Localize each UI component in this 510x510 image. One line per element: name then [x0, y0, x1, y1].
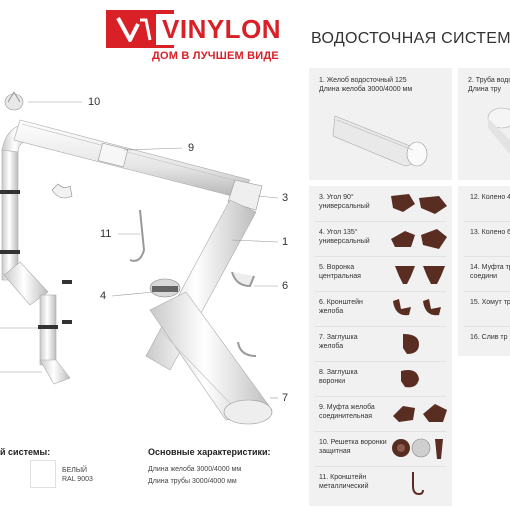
part-label: 3. Угол 90° универсальный — [319, 194, 370, 210]
callout-6: 6 — [282, 280, 289, 292]
gutter-cap-icon — [403, 334, 419, 354]
gutter-card-length: Длина желоба 3000/4000 мм — [319, 86, 413, 93]
list-item: 10. Решетка воронки защитная — [309, 431, 452, 467]
callout-7: 7 — [282, 392, 289, 404]
brand-tagline: ДОМ В ЛУЧШЕМ ВИДЕ — [152, 50, 279, 62]
pipe-card-title: 2. Труба водо — [468, 77, 510, 84]
corner-90-icon — [391, 194, 447, 214]
part-label: 16. Слив тр — [470, 334, 508, 341]
page-title: ВОДОСТОЧНАЯ СИСТЕМА — [311, 30, 510, 47]
callout-3: 3 — [282, 192, 289, 204]
callout-4: 4 — [100, 290, 107, 302]
callout-9: 9 — [188, 142, 195, 154]
part-label: 10. Решетка воронки защитная — [319, 439, 387, 455]
pipe-product-icon — [487, 107, 510, 155]
list-item: 16. Слив тр — [458, 326, 510, 362]
gutter-card: 1. Желоб водосточный 125 Длина желоба 30… — [309, 68, 452, 180]
spec-gutter-length: Длина желоба 3000/4000 мм — [148, 466, 242, 473]
list-item: 13. Колено 6 — [458, 221, 510, 257]
part-label: 15. Хомут тр — [470, 299, 510, 306]
gutter-bracket-icon — [393, 299, 441, 316]
metal-bracket-icon — [412, 472, 424, 496]
gutter-product-icon — [332, 115, 428, 167]
list-item: 5. Воронка центральная — [309, 256, 452, 292]
part-label: 14. Муфта тр соедини — [470, 264, 510, 280]
funnel-icon — [395, 266, 445, 284]
brand-name: VINYLON — [156, 14, 286, 45]
part-label: 13. Колено 6 — [470, 229, 510, 236]
gutter-assembly-diagram: 10 9 3 1 11 6 4 7 — [0, 80, 300, 430]
list-item: 12. Колено 4 — [458, 186, 510, 222]
gutter-card-title: 1. Желоб водосточный 125 — [319, 77, 407, 84]
list-item: 7. Заглушка желоба — [309, 326, 452, 362]
color-code: RAL 9003 — [62, 476, 93, 483]
funnel-grate-icon — [392, 438, 443, 459]
brand-logo: VINYLON ДОМ В ЛУЧШЕМ ВИДЕ — [106, 10, 296, 64]
assembly-illustration — [0, 91, 279, 425]
part-label: 5. Воронка центральная — [319, 264, 361, 280]
parts-list-2: 12. Колено 4 13. Колено 6 14. Муфта тр с… — [458, 186, 510, 356]
list-item: 9. Муфта желоба соединительная — [309, 396, 452, 432]
funnel-cap-icon — [401, 370, 419, 388]
part-label: 11. Кронштейн металлический — [319, 474, 369, 490]
color-name: БЕЛЫЙ — [62, 467, 88, 474]
pipe-card-length: Длина тру — [468, 86, 501, 93]
list-item: 15. Хомут тр — [458, 291, 510, 327]
part-label: 6. Кронштейн желоба — [319, 299, 363, 315]
gutter-coupling-icon — [393, 404, 447, 422]
list-item: 6. Кронштейн желоба — [309, 291, 452, 327]
part-label: 8. Заглушка воронки — [319, 369, 358, 385]
part-label: 7. Заглушка желоба — [319, 334, 358, 350]
callout-1: 1 — [282, 236, 289, 248]
list-item: 4. Угол 135° универсальный — [309, 221, 452, 257]
list-item: 3. Угол 90° универсальный — [309, 186, 452, 222]
colors-title: й системы: — [0, 447, 51, 457]
list-item: 11. Кронштейн металлический — [309, 466, 452, 502]
corner-135-icon — [391, 229, 447, 249]
color-swatch — [30, 460, 56, 488]
specs-title: Основные характеристики: — [148, 447, 271, 457]
callout-11: 11 — [100, 228, 112, 240]
parts-list: 3. Угол 90° универсальный 4. Угол 135° у… — [309, 186, 452, 506]
part-label: 9. Муфта желоба соединительная — [319, 404, 375, 420]
pipe-card: 2. Труба водо Длина тру — [458, 68, 510, 180]
list-item: 14. Муфта тр соедини — [458, 256, 510, 292]
spec-pipe-length: Длина трубы 3000/4000 мм — [148, 478, 237, 485]
list-item: 8. Заглушка воронки — [309, 361, 452, 397]
callout-10: 10 — [88, 96, 101, 108]
part-label: 12. Колено 4 — [470, 194, 510, 201]
part-label: 4. Угол 135° универсальный — [319, 229, 370, 245]
